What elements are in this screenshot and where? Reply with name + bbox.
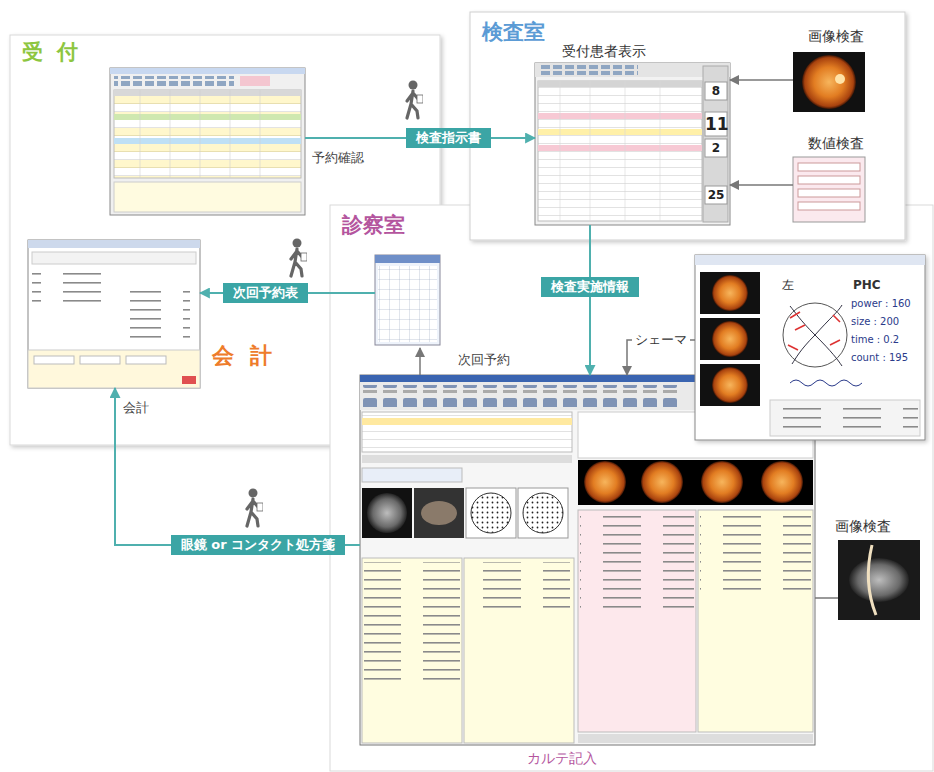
image-panel: 画像検査 <box>838 540 920 620</box>
laser-value: power : 160 <box>851 298 911 310</box>
region-heading: 診察室 <box>342 213 405 238</box>
edge-label: 検査指示書 <box>406 128 491 148</box>
edge-label: 次回予約表 <box>223 283 308 303</box>
laser-value: size : 200 <box>851 316 899 328</box>
flow-note: 会計 <box>123 400 149 416</box>
count-number: 8 <box>705 84 727 98</box>
numeric-form <box>793 157 865 222</box>
screen-panel: 左 PHC power : 160 size : 200 time : 0.2 count… <box>695 255 925 440</box>
image-heading: 画像検査 <box>835 518 891 535</box>
value-heading: PHC <box>853 278 881 292</box>
connector <box>730 184 793 186</box>
reception-screen <box>110 68 305 215</box>
connector <box>200 292 330 294</box>
person-icon <box>247 81 423 527</box>
screen-caption: カルテ記入 <box>527 750 597 767</box>
screen-heading: 受付患者表示 <box>562 43 646 60</box>
region-heading: 検査室 <box>482 20 545 45</box>
fundus-photo <box>793 52 865 112</box>
region-panel: 検査室受付患者表示 8 11 2 25 画像検査数値検査 <box>470 12 905 240</box>
image-heading: 数値検査 <box>808 135 864 152</box>
region-panel: 診察室カルテ記入 左 PHC power : 160 size : 200 time : … <box>330 205 933 771</box>
screen-panel: 受付患者表示811225 <box>535 63 730 225</box>
image-heading: 画像検査 <box>808 28 864 45</box>
count-number: 2 <box>705 141 727 155</box>
flow-note: 次回予約 <box>458 352 510 368</box>
accounting-screen <box>28 240 200 388</box>
image-panel: 画像検査 <box>793 52 865 112</box>
connector <box>730 79 793 81</box>
connector <box>815 597 838 599</box>
region-heading: 受付 <box>22 40 92 65</box>
edge-label: 眼鏡 or コンタクト処方箋 <box>171 535 345 555</box>
image-panel: 数値検査 <box>793 157 865 222</box>
screen-panel: カルテ記入 <box>360 375 815 745</box>
count-number: 11 <box>705 114 727 134</box>
exam-room-panel <box>470 12 905 240</box>
connector <box>440 137 535 139</box>
region-panel: 受付会計 <box>10 35 440 445</box>
laser-value: count : 195 <box>851 352 908 364</box>
schema-window <box>695 255 925 440</box>
consultation-panel <box>330 205 933 771</box>
region-heading: 会計 <box>212 343 288 369</box>
schedule-screen <box>375 255 440 345</box>
connector <box>589 225 591 375</box>
count-number: 25 <box>705 188 727 202</box>
slit-lamp-photo <box>838 540 920 620</box>
eye-side: 左 <box>782 278 794 292</box>
connector <box>627 340 695 375</box>
screen-panel: 会計 <box>28 240 200 388</box>
laser-value: time : 0.2 <box>851 334 899 346</box>
connector <box>115 388 360 545</box>
exam-screen <box>535 63 730 225</box>
flow-note: 予約確認 <box>312 150 364 166</box>
flow-line <box>305 138 440 375</box>
edge-label: シェーマ <box>632 332 690 348</box>
edge-label: 検査実施情報 <box>541 277 639 297</box>
